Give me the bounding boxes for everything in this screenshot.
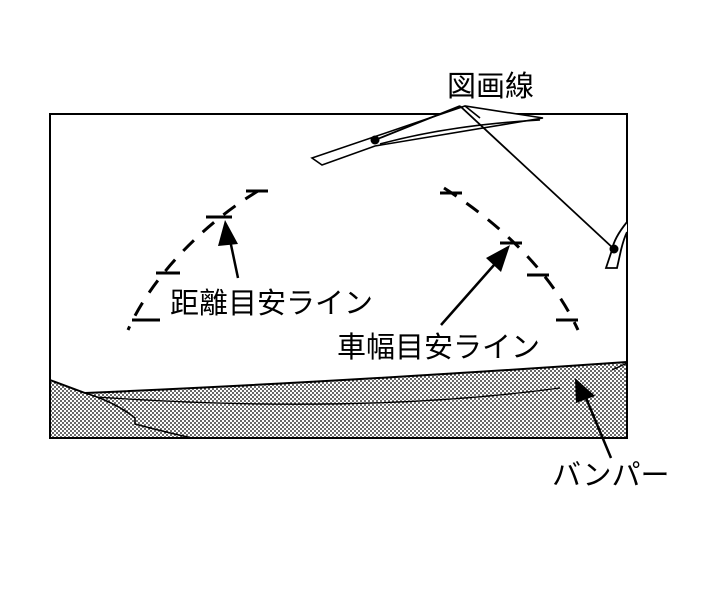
bumper-label: バンパー — [552, 458, 669, 492]
distance-guide-label: 距離目安ライン — [170, 286, 373, 320]
width-arrow — [440, 245, 510, 326]
distance-guide-line — [126, 189, 268, 331]
leader-dot-left — [370, 135, 380, 145]
width-guide-line — [440, 186, 580, 331]
right-edge-marker — [604, 221, 628, 269]
width-guide-label: 車幅目安ライン — [337, 330, 540, 364]
drawing-line-label: 図画線 — [447, 69, 534, 103]
drawing-line-shape — [310, 105, 544, 166]
screen-frame — [49, 113, 628, 439]
leader-dot-right — [609, 244, 619, 254]
drawing-line-leader — [374, 105, 615, 250]
bumper-arrow — [575, 378, 613, 459]
bumper-region — [50, 361, 627, 438]
distance-arrow — [218, 220, 240, 279]
